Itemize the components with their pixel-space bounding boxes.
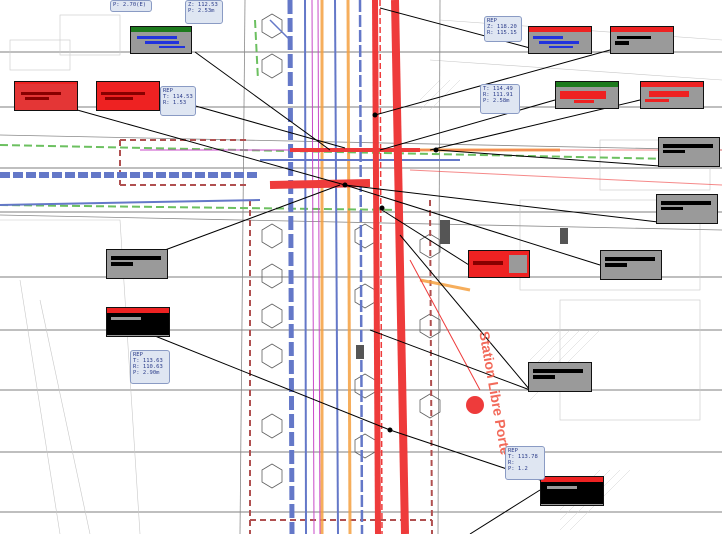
callout-bars [533, 36, 579, 48]
rep-box: REP T: 114.53 R: 1.53 [160, 86, 196, 116]
callout-bars [533, 369, 583, 379]
callout-gray-right-1[interactable] [658, 137, 720, 167]
rep-line: T: 114.49 [483, 86, 513, 92]
callout-bars [15, 82, 77, 110]
callout-gray-middle[interactable] [600, 250, 662, 280]
rep-line: R: 115.15 [487, 30, 517, 36]
structures [356, 220, 568, 359]
rep-box: REP T: 113.63 R: 110.63 P: 2.90m [130, 350, 170, 384]
callout-red-right[interactable] [640, 81, 704, 109]
callout-gray-right-2[interactable] [656, 194, 718, 224]
rep-line: Z: 118.20 [487, 24, 517, 30]
callout-bars [663, 144, 713, 153]
rep-line: REP [133, 352, 143, 358]
rep-box: REP T: 113.78 R: P: 1.2 [505, 446, 545, 480]
rep-line: REP [508, 448, 518, 454]
callout-red-middle[interactable] [468, 250, 530, 278]
callout-red-top-1[interactable] [528, 26, 592, 54]
callout-green-right[interactable] [555, 81, 619, 109]
rep-box: REP Z: 118.20 R: 115.15 [484, 16, 522, 42]
leader-dots [342, 112, 439, 433]
callout-bars [661, 201, 711, 210]
callout-bars [137, 36, 185, 48]
callout-bars [469, 251, 529, 277]
rep-line: P: 2.70(E) [113, 2, 147, 8]
callout-bars [645, 91, 689, 102]
blue-network [0, 0, 460, 534]
rep-box: Z: 112.53 P: 2.53m [185, 0, 223, 24]
callout-bars [615, 36, 651, 45]
rep-line: T: 114.53 [163, 94, 193, 100]
callout-red-left-1[interactable] [14, 81, 78, 111]
callout-bars [605, 257, 655, 267]
callout-red-black-right[interactable] [540, 476, 604, 506]
rep-line: P: 2.90m [133, 370, 160, 376]
callout-bars [560, 91, 606, 103]
rep-line: Z: 112.53 [188, 2, 218, 8]
rep-line: P: 1.2 [508, 466, 528, 472]
rep-line: P: 2.53m [188, 8, 215, 14]
rep-box: T: 114.49 R: 111.91 P: 2.58m [480, 84, 520, 114]
rep-line: R: 1.53 [163, 100, 187, 106]
callout-gray-low[interactable] [528, 362, 592, 392]
callout-bars [111, 256, 161, 266]
leader-lines [62, 7, 661, 534]
rep-line: T: 113.63 [133, 358, 163, 364]
rep-line: REP [163, 88, 173, 94]
callout-green-top[interactable] [130, 26, 192, 54]
rep-line: REP [487, 18, 497, 24]
callout-red-black-left[interactable] [106, 307, 170, 337]
rep-box: P: 2.70(E) [110, 0, 152, 12]
rep-line: R: [508, 460, 515, 466]
rep-line: R: 110.63 [133, 364, 163, 370]
callout-gray-left[interactable] [106, 249, 168, 279]
rep-line: T: 113.78 [508, 454, 538, 460]
callout-bars [541, 482, 603, 504]
callout-red-left-2[interactable] [96, 81, 160, 111]
callout-red-top-2[interactable] [610, 26, 674, 54]
red-network [269, 0, 722, 534]
callout-bars [107, 313, 169, 335]
callout-bars [97, 82, 159, 110]
rep-line: R: 111.91 [483, 92, 513, 98]
rep-line: P: 2.58m [483, 98, 510, 104]
